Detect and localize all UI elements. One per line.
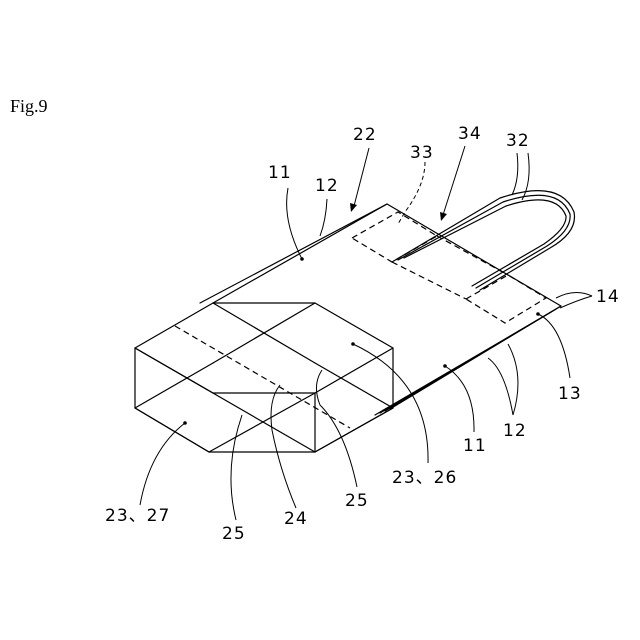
- numeral-25-left: 25: [222, 524, 246, 544]
- numeral-24: 24: [284, 509, 308, 529]
- numeral-11-bottom: 11: [463, 436, 487, 456]
- numeral-32: 32: [506, 131, 530, 151]
- bag-body: [200, 204, 561, 415]
- numeral-25-right: 25: [345, 491, 369, 511]
- reference-numerals: 11 12 22 33 34 32 14 13 11 12 23、26 25 2…: [105, 124, 620, 544]
- numeral-13: 13: [558, 384, 582, 404]
- numeral-23-27: 23、27: [105, 506, 170, 526]
- numeral-22: 22: [353, 125, 377, 145]
- numeral-14: 14: [596, 287, 620, 307]
- numeral-33: 33: [410, 143, 434, 163]
- numeral-11-top: 11: [268, 163, 292, 183]
- numeral-12-bottom: 12: [503, 421, 527, 441]
- numeral-34: 34: [458, 124, 482, 144]
- numeral-23-26: 23、26: [392, 468, 457, 488]
- bag-bottom-box: [135, 303, 393, 452]
- numeral-12-top: 12: [315, 176, 339, 196]
